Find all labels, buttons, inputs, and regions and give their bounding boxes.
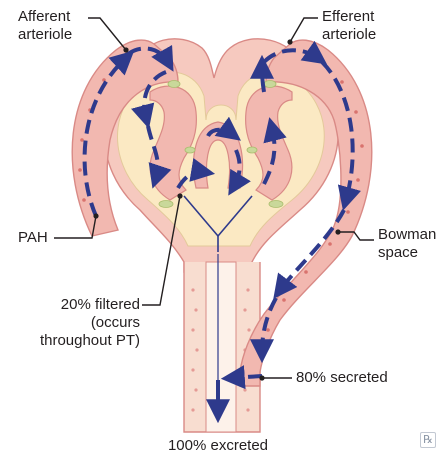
flow-arrow-icon bbox=[262, 66, 264, 92]
leader-dot bbox=[177, 193, 182, 198]
leader-dot bbox=[259, 375, 264, 380]
prescription-logo-icon: ℞ bbox=[420, 432, 436, 448]
leader-dot bbox=[287, 39, 292, 44]
secreted-label: 80% secreted bbox=[296, 369, 388, 387]
pah-label: PAH bbox=[18, 229, 48, 247]
filtered-label: 20% filtered (occurs throughout PT) bbox=[14, 296, 140, 350]
efferent-arteriole-label: Efferent arteriole bbox=[322, 8, 376, 44]
leader-dot bbox=[335, 229, 340, 234]
afferent-arteriole-label: Afferent arteriole bbox=[18, 8, 72, 44]
proximal-tubule-lumen bbox=[206, 262, 236, 432]
leader-dot bbox=[93, 213, 98, 218]
leader-dot bbox=[123, 47, 128, 52]
excreted-label: 100% excreted bbox=[158, 437, 278, 455]
bowman-space-label: Bowman space bbox=[378, 226, 436, 262]
